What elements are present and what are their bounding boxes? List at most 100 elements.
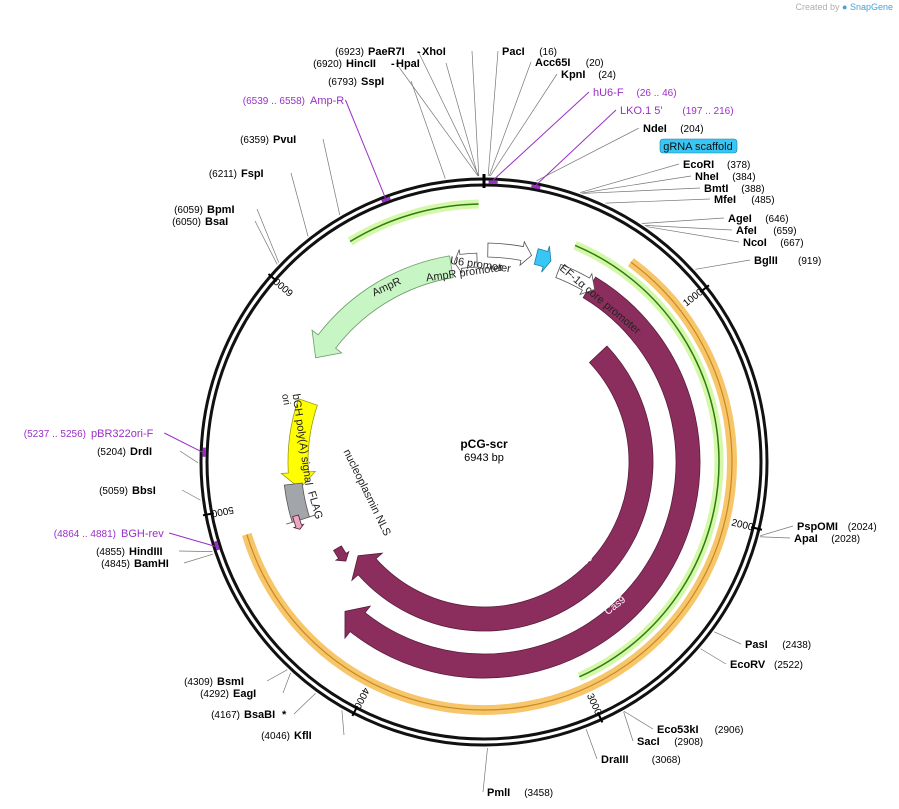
leader-line [445, 62, 479, 177]
site-position: (3068) [652, 755, 681, 766]
site-position: (485) [751, 195, 774, 206]
ampr-promoter-arrow [453, 249, 478, 274]
site-name: KpnI [561, 69, 585, 81]
leader-line [183, 553, 214, 564]
site-name: SacI [637, 736, 660, 748]
site-position: (667) [780, 238, 803, 249]
ori-arrow [280, 398, 318, 489]
site-name: EcoRV [730, 659, 766, 671]
leader-line [644, 225, 733, 231]
site-position: (20) [586, 58, 604, 69]
leader-line [760, 525, 794, 537]
leader-line [395, 62, 479, 177]
primer-mark-bgh-rev [214, 540, 220, 551]
site-position: (4167) [211, 710, 240, 721]
orange-band [242, 258, 737, 715]
cas9-outer-arrow [344, 276, 701, 679]
grna-scaffold-arrow [533, 245, 552, 273]
site-name: DrdI [130, 446, 152, 458]
green-band-a-line [574, 244, 720, 678]
leader-line [417, 50, 480, 177]
site-position: (6359) [240, 135, 269, 146]
primer-mark-lko1 [531, 184, 541, 190]
tick-label: 3000 [584, 692, 603, 717]
site-name: EcoRI [683, 159, 714, 171]
ampr-arrow [311, 255, 454, 359]
leader-line [341, 710, 345, 736]
site-separator: - [391, 58, 395, 70]
site-position: (4046) [261, 731, 290, 742]
leader-line [582, 187, 701, 194]
primer-name: LKO.1 5' [620, 105, 662, 117]
credit-brand: SnapGene [849, 2, 893, 12]
leader-line [695, 259, 751, 270]
site-name: Eco53kI [657, 724, 699, 736]
site-name: NdeI [643, 123, 667, 135]
site-position: (2028) [831, 534, 860, 545]
grna-scaffold-badge [659, 138, 738, 154]
site-name: KflI [294, 730, 312, 742]
site-name: PacI [502, 46, 525, 58]
leader-line [641, 217, 725, 224]
site-position: (388) [741, 184, 764, 195]
site-name: ApaI [794, 533, 818, 545]
site-name: BsmI [217, 676, 244, 688]
tick-mark [351, 705, 359, 717]
site-name: FspI [241, 168, 264, 180]
leader-line [293, 692, 316, 715]
tick-mark [202, 512, 215, 517]
site-name: BbsI [132, 485, 156, 497]
site-separator: - [417, 46, 421, 58]
site-position: (919) [798, 256, 821, 267]
site-position: (4309) [184, 677, 213, 688]
leader-line [488, 61, 532, 177]
primer-leader [492, 91, 590, 181]
site-name: Acc65I [535, 57, 570, 69]
primer-position: (197 .. 216) [682, 106, 733, 117]
site-position: (2906) [715, 725, 744, 736]
site-position: (384) [732, 172, 755, 183]
primer-name: Amp-R [310, 95, 344, 107]
site-position: (2438) [782, 640, 811, 651]
leader-line [290, 172, 309, 237]
ef1a-promoter-arrow [555, 263, 596, 296]
leader-line [714, 631, 742, 645]
leader-line [536, 127, 640, 182]
site-name: HindIII [129, 546, 163, 558]
site-mark: * [282, 709, 287, 721]
site-name: BamHI [134, 558, 169, 570]
site-name: NheI [695, 171, 719, 183]
leader-line [266, 669, 288, 682]
primer-leader [164, 432, 203, 453]
orange-band-line [246, 261, 733, 711]
primer-position: (6539 .. 6558) [243, 96, 305, 107]
site-position: (646) [765, 214, 788, 225]
site-name: BmtI [704, 183, 728, 195]
site-name: BsaI [205, 216, 228, 228]
site-position: (659) [773, 226, 796, 237]
leader-line [471, 50, 480, 177]
site-position: (4292) [200, 689, 229, 700]
leader-line [254, 220, 278, 265]
site-position: (6793) [328, 77, 357, 88]
primer-leader [535, 109, 617, 186]
site-position: (204) [680, 124, 703, 135]
site-position: (6050) [172, 217, 201, 228]
site-position: (2522) [774, 660, 803, 671]
primer-leader [168, 532, 216, 547]
site-position: (4845) [101, 559, 130, 570]
site-position: (6059) [174, 205, 203, 216]
primer-position: (4864 .. 4881) [54, 529, 116, 540]
site-position: (5204) [97, 447, 126, 458]
leader-line [579, 163, 680, 193]
leader-line [410, 80, 446, 179]
site-position: (2908) [674, 737, 703, 748]
leader-line [623, 711, 654, 730]
ori-label: ori [279, 393, 292, 406]
flag-arrow [292, 514, 305, 530]
primer-position: (26 .. 46) [637, 88, 677, 99]
leader-line [760, 536, 791, 539]
site-name: MfeI [714, 194, 736, 206]
